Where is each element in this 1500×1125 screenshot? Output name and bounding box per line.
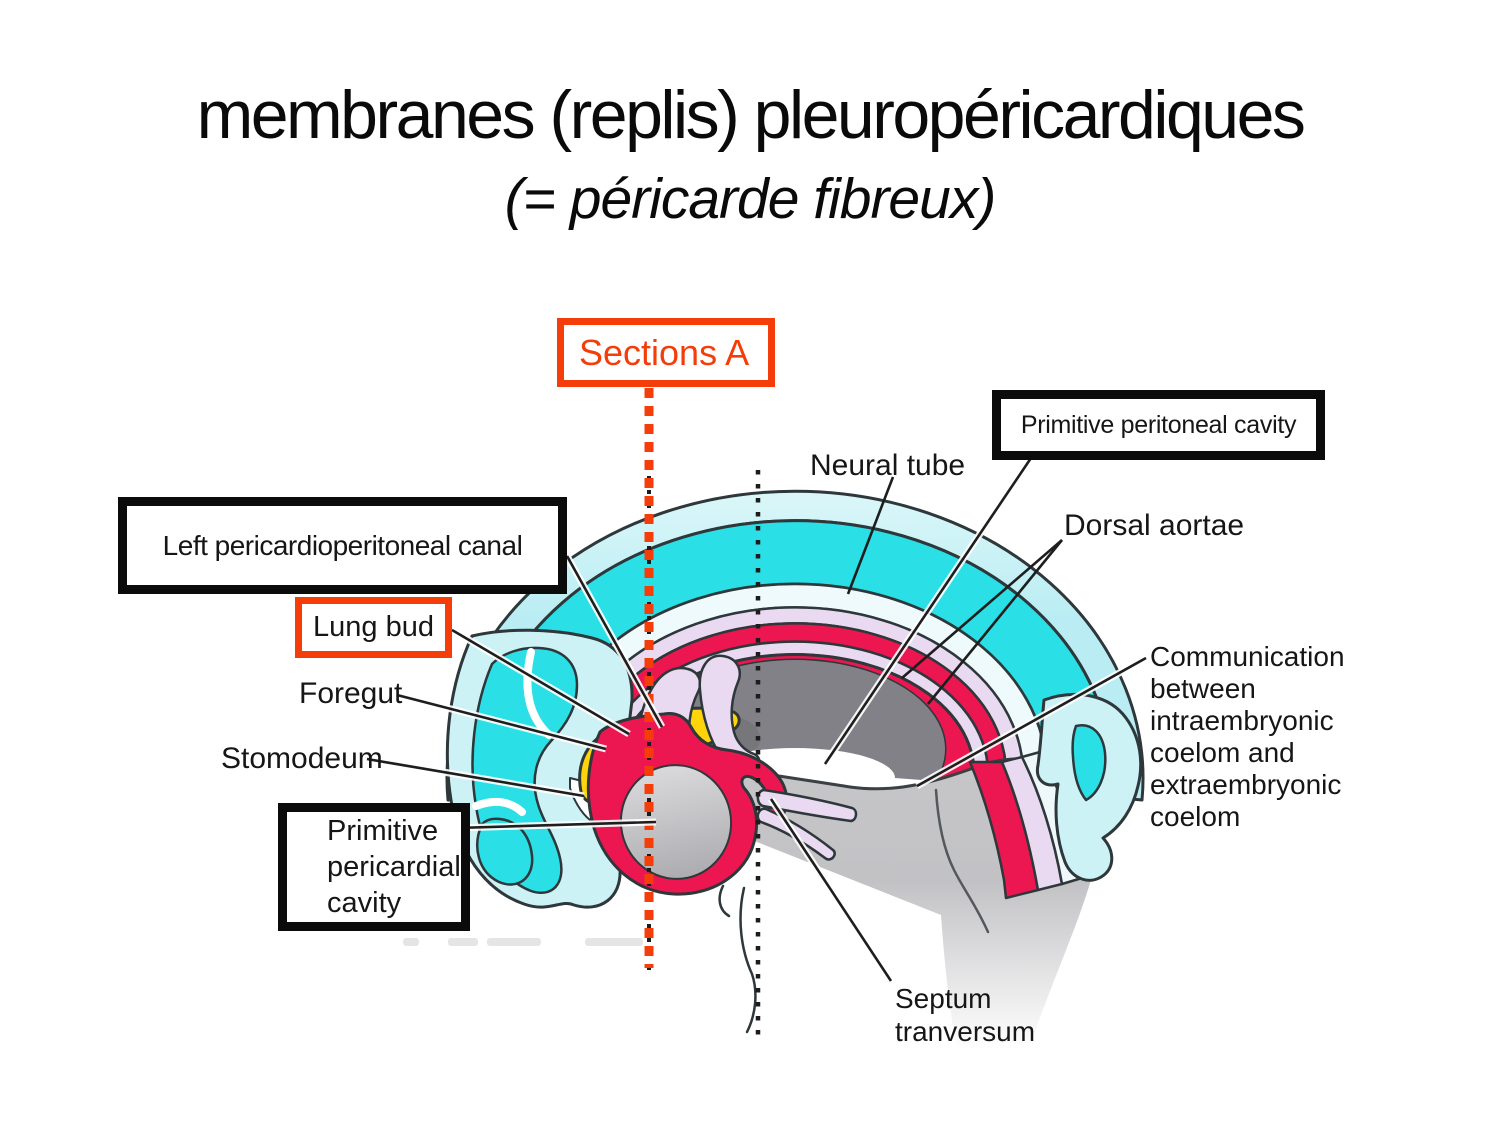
communication-line-1: Communication <box>1150 641 1345 672</box>
leader-foregut <box>396 693 607 751</box>
left-pericardioperitoneal-canal-box: Left pericardioperitoneal canal <box>118 497 567 594</box>
pericardial-line-3: cavity <box>327 887 402 919</box>
neural-tube-label: Neural tube <box>810 449 966 482</box>
leader-pericardial <box>455 820 657 830</box>
leader-dorsal-aortae-2 <box>926 539 1064 705</box>
pericardial-line-2: pericardial <box>327 851 461 883</box>
section-lines <box>644 388 761 1038</box>
primitive-peritoneal-cavity-box: Primitive peritoneal cavity <box>992 390 1325 460</box>
foregut-label: Foregut <box>299 677 403 710</box>
leader-septum <box>769 798 893 982</box>
leader-lines <box>366 456 1148 983</box>
primitive-peritoneal-cavity-label: Primitive peritoneal cavity <box>1020 410 1297 439</box>
pericardial-line-1: Primitive <box>327 815 439 847</box>
lung-bud-box: Lung bud <box>295 597 452 658</box>
tail-fold-cyan-tongue <box>1071 723 1107 802</box>
communication-line-4: coelom and <box>1150 737 1295 768</box>
communication-line-6: coelom <box>1150 801 1241 832</box>
head-white-channel-1 <box>523 648 553 739</box>
leader-dorsal-aortae-1 <box>901 539 1063 679</box>
vein-lavender-prong-upper <box>756 788 858 823</box>
primitive-pericardial-cavity-box: Primitive pericardial cavity <box>278 803 470 931</box>
trunk-left-edge <box>934 788 990 934</box>
dorsal-aortae-label: Dorsal aortae <box>1064 509 1245 542</box>
stomodeum-label: Stomodeum <box>221 742 383 775</box>
septum-line-2: tranversum <box>895 1016 1036 1047</box>
left-pericardioperitoneal-canal-label: Left pericardioperitoneal canal <box>162 529 523 561</box>
lung-bud-label: Lung bud <box>313 611 434 643</box>
embryo-body <box>403 489 1145 1058</box>
leader-lung-bud <box>451 628 630 736</box>
page-title: membranes (replis) pleuropéricardiques <box>196 77 1306 153</box>
head-white-channel-2 <box>472 797 526 816</box>
communication-line-2: between <box>1150 673 1256 704</box>
sections-a-box: Sections A <box>557 318 775 387</box>
leader-stomodeum <box>366 757 585 798</box>
leader-primitive-peritoneal <box>823 457 1033 765</box>
communication-line-3: intraembryonic <box>1150 705 1334 736</box>
septum-transversum-label: Septum tranversum <box>895 982 1035 1048</box>
leader-canal <box>565 555 664 728</box>
erased-caption-smudges <box>403 938 643 946</box>
sections-a-label: Sections A <box>579 331 750 373</box>
communication-label: Communication between intraembryonic coe… <box>1150 641 1345 833</box>
below-heart-paren-curve <box>718 884 731 918</box>
communication-line-5: extraembryonic <box>1150 769 1342 800</box>
leader-communication <box>916 656 1147 788</box>
below-heart-s-curve <box>739 886 757 1034</box>
head-lower-cyan-lobe <box>476 817 534 886</box>
septum-line-1: Septum <box>895 983 992 1014</box>
leader-neural-tube <box>846 476 895 595</box>
page-subtitle: (= péricarde fibreux) <box>504 167 997 231</box>
